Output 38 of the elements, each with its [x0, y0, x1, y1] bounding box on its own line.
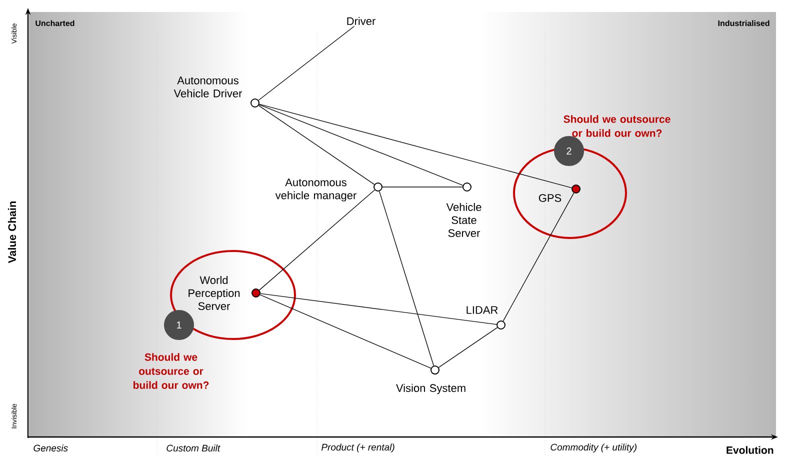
- text-label: Commodity (+ utility): [550, 444, 636, 452]
- number-badge: 1: [164, 310, 194, 340]
- connector-line: [382, 186, 463, 188]
- text-label: Should we outsource or build our own?: [564, 115, 670, 137]
- component: GPS: [538, 184, 580, 202]
- node-label: GPS: [538, 194, 562, 202]
- number-badge: 2: [554, 136, 584, 166]
- node-label: Vehicle State Server: [446, 202, 482, 238]
- connector-line: [260, 294, 432, 369]
- text-label: Custom Built: [166, 444, 220, 452]
- component: Autonomous vehicle manager: [275, 178, 382, 202]
- text-label: Product (+ rental): [322, 444, 394, 452]
- connector-line: [502, 192, 574, 322]
- component-label: Driver: [347, 16, 376, 26]
- text-label: Industrialised: [718, 20, 770, 26]
- component: Vehicle State Server: [446, 182, 482, 238]
- node-label: World Perception Server: [188, 276, 240, 310]
- text-label: Value Chain: [8, 202, 16, 264]
- node-label: LIDAR: [466, 306, 498, 314]
- connector-line: [438, 327, 498, 368]
- connector-line: [258, 104, 464, 186]
- connector-line: [260, 293, 497, 325]
- component: Autonomous Vehicle Driver: [174, 76, 260, 108]
- component: World Perception Server: [188, 276, 260, 310]
- connector-line: [259, 104, 572, 188]
- text-label: Should we outsource or build our own?: [134, 353, 209, 389]
- node-label: Autonomous vehicle manager: [275, 178, 356, 202]
- component: LIDAR: [466, 306, 506, 330]
- connector-line: [258, 26, 355, 101]
- connector-line: [379, 190, 434, 366]
- text-label: Genesis: [34, 444, 68, 452]
- text-label: Uncharted: [36, 20, 74, 26]
- text-label: Evolution: [726, 446, 774, 454]
- connector-line: [259, 190, 375, 290]
- component: Vision System: [396, 366, 466, 394]
- node-label: Autonomous Vehicle Driver: [174, 76, 242, 98]
- connector-line: [258, 105, 375, 185]
- node-label: Vision System: [396, 384, 466, 394]
